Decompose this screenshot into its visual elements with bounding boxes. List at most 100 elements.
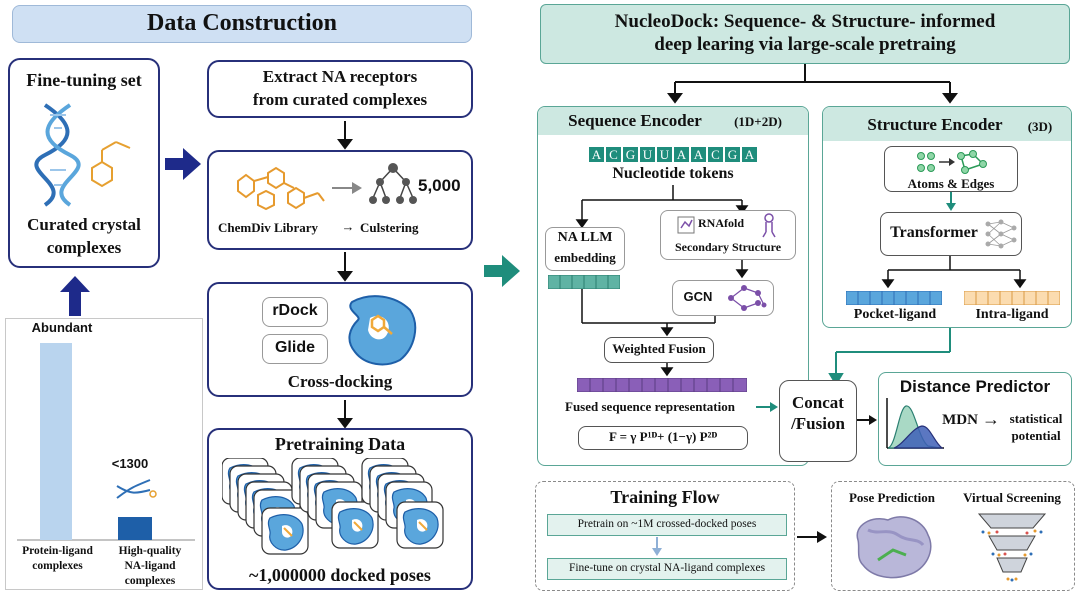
library-box <box>207 150 473 250</box>
curated-caption-1: Curated crystal <box>27 215 141 234</box>
nucleotide-tokens-label: Nucleotide tokens <box>612 165 734 182</box>
formula-label: F = γ P¹ᴰ+ (1−γ) P²ᴰ <box>608 429 718 444</box>
token-4: U <box>656 146 673 163</box>
chemdiv-label: ChemDiv Library <box>218 220 319 235</box>
virtual-screening-funnel-icon <box>977 513 1047 582</box>
rdock-chip <box>262 297 328 327</box>
bar-chart-panel <box>5 318 203 590</box>
cat2-line2: NA-ligand <box>124 560 176 572</box>
structure-encoder-header <box>823 107 1071 141</box>
finetuning-set-title: Fine-tuning set <box>26 70 142 90</box>
training-step1-label: Pretrain on ~1M crossed-docked poses <box>577 518 757 530</box>
mdn-distribution-icon <box>886 398 944 449</box>
pretraining-title: Pretraining Data <box>274 434 406 454</box>
gcn-graph-icon <box>728 285 767 311</box>
cat1-line2: complexes <box>32 560 83 572</box>
llm-line1: NA LLM <box>557 230 613 245</box>
bar-chart <box>17 343 195 541</box>
token-2: G <box>622 146 639 163</box>
token-1: C <box>605 146 622 163</box>
concat-line2: /Fusion <box>791 414 845 433</box>
token-7: C <box>707 146 724 163</box>
concat-line1: Concat <box>792 393 844 412</box>
bar-label-abundant: Abundant <box>31 320 93 335</box>
atoms-edges-label: Atoms & Edges <box>907 176 995 191</box>
llm-line2: embedding <box>554 250 616 265</box>
fused-label: Fused sequence representation <box>565 399 735 414</box>
sequence-encoder-tag: (1D+2D) <box>734 114 782 129</box>
cluster-tree-icon <box>369 163 417 204</box>
cat1-line1: Protein-ligand <box>22 545 93 557</box>
fused-bar <box>577 378 747 392</box>
token-6: A <box>690 146 707 163</box>
molecule-cluster-icon <box>237 166 325 211</box>
token-9: A <box>741 146 758 163</box>
weighted-fusion-box <box>604 337 714 363</box>
gray-arrow-icon <box>332 182 362 194</box>
fused-to-concat-arrow <box>756 402 778 412</box>
dna-ligand-icon <box>34 103 131 207</box>
header-branch-arrows <box>667 64 958 104</box>
training-flow-title: Training Flow <box>610 487 720 507</box>
cat2-line1: High-quality <box>118 545 182 557</box>
extract-line2: from curated complexes <box>252 90 428 109</box>
rnafold-label: RNAfold <box>698 216 745 230</box>
sequence-encoder-header <box>538 107 808 135</box>
concat-to-predictor-arrow <box>857 415 877 425</box>
intra-ligand-label: Intra-ligand <box>975 307 1049 322</box>
structure-encoder-title: Structure Encoder <box>867 115 1003 134</box>
distance-predictor-title: Distance Predictor <box>899 377 1051 396</box>
training-step2-box <box>547 558 787 580</box>
secondary-structure-icon <box>762 213 776 238</box>
token-3: U <box>639 146 656 163</box>
right-arrow-teal <box>484 255 520 287</box>
cluster-count: 5,000 <box>418 176 461 195</box>
small-ligand-dot <box>149 490 157 498</box>
token-5: A <box>673 146 690 163</box>
sequence-encoder-title: Sequence Encoder <box>568 111 702 130</box>
extract-line1: Extract NA receptors <box>262 67 418 86</box>
bar-na-ligand <box>118 517 152 540</box>
gcn-box <box>672 280 774 316</box>
stacked-poses-icon <box>222 458 444 555</box>
atoms-to-transformer-arrow <box>946 192 956 211</box>
glide-chip <box>262 334 328 364</box>
gcn-label: GCN <box>683 289 713 304</box>
curated-caption-2: complexes <box>46 238 122 257</box>
pocket-ligand-icon <box>348 295 417 366</box>
training-step2-label: Fine-tune on crystal NA-ligand complexes <box>568 562 766 574</box>
small-arrow-glyph: → <box>341 219 355 234</box>
pocket-ligand-bar <box>846 291 942 305</box>
structure-to-concat-arrow <box>828 328 951 386</box>
neural-net-icon <box>985 219 1017 249</box>
token-0: A <box>588 146 605 163</box>
embedding-bar <box>548 275 620 289</box>
nucleodock-header <box>540 4 1070 64</box>
atoms-edges-icon <box>917 150 987 174</box>
weighted-fusion-label: Weighted Fusion <box>612 341 706 356</box>
training-step-arrow <box>652 537 662 556</box>
flow-arrows-left <box>337 121 353 429</box>
nucleodock-title-2: deep learing via large-scale pretraing <box>654 34 956 55</box>
data-construction-header <box>12 5 472 43</box>
statistical-label: statistical <box>1009 411 1063 426</box>
training-to-app-arrow <box>797 531 827 543</box>
bar-protein-ligand <box>40 343 72 540</box>
training-step1-box <box>547 514 787 536</box>
rnafold-icon <box>677 216 695 234</box>
mdn-label: MDN <box>942 412 978 428</box>
pretraining-caption: ~1,000000 docked poses <box>249 565 431 585</box>
right-arrow-navy <box>165 148 201 180</box>
transformer-label: Transformer <box>890 224 978 241</box>
pose-prediction-label: Pose Prediction <box>848 490 936 505</box>
clustering-label: Culstering <box>360 220 419 235</box>
finetuning-set-box <box>8 58 160 268</box>
pose-prediction-icon <box>856 516 932 579</box>
atoms-edges-box <box>884 146 1018 192</box>
potential-label: potential <box>1011 428 1061 443</box>
nucleodock-title-1: NucleoDock: Sequence- & Structure- infor… <box>614 11 996 32</box>
token-8: G <box>724 146 741 163</box>
bar-label-small: <1300 <box>111 456 149 471</box>
formula-box <box>578 426 748 450</box>
